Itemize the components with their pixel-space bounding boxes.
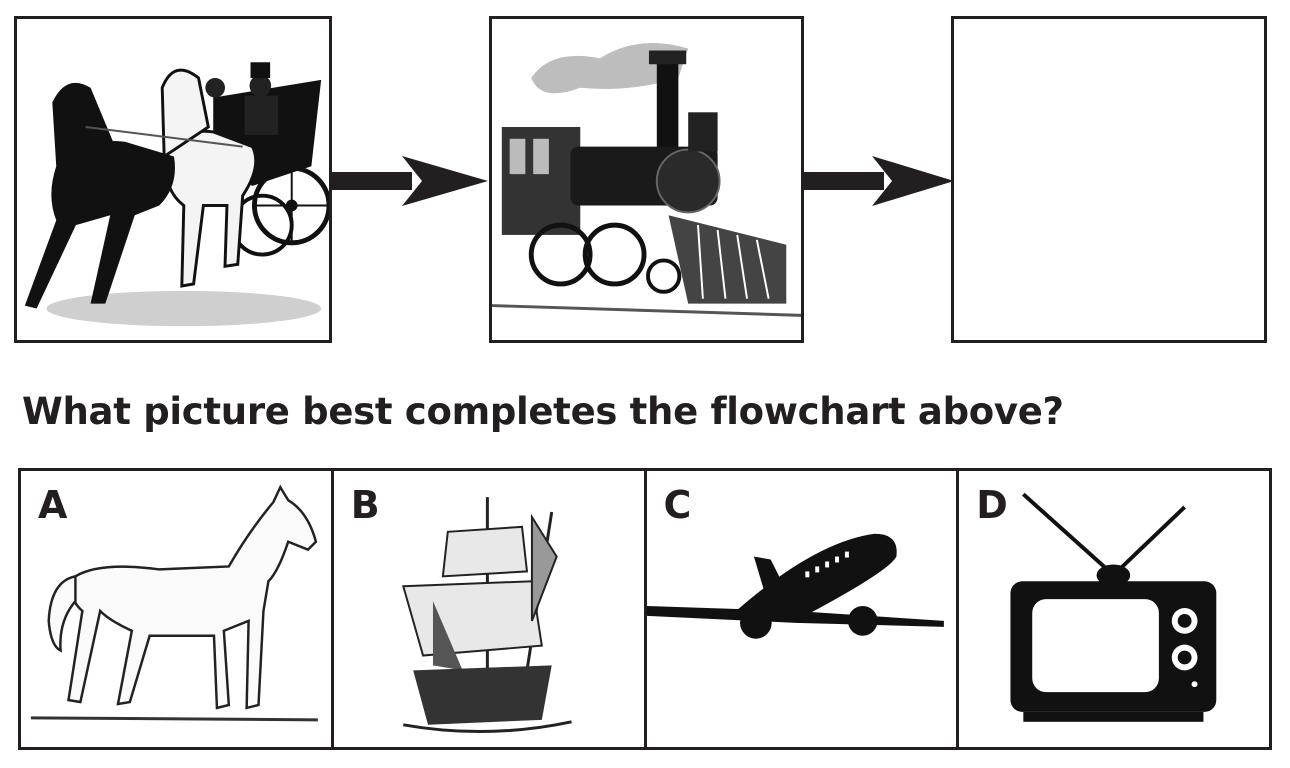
airplane-image (646, 533, 944, 639)
option-c[interactable]: C (646, 471, 960, 747)
option-a-letter: A (38, 483, 68, 527)
flowchart-arrow-2 (804, 156, 954, 206)
option-b-letter: B (350, 483, 380, 527)
option-c-letter: C (663, 483, 692, 527)
television-image (1010, 492, 1217, 722)
sailing-ship-image (401, 497, 572, 733)
locomotive-image (492, 43, 801, 317)
answer-options: A B C (18, 468, 1272, 750)
carriage-image (24, 62, 329, 327)
option-d-letter: D (976, 483, 1008, 527)
question-text: What picture best completes the flowchar… (22, 390, 1064, 433)
flowchart-step-empty (951, 16, 1267, 343)
flowchart-step-locomotive (489, 16, 804, 343)
option-a[interactable]: A (21, 471, 334, 747)
option-b[interactable]: B (334, 471, 647, 747)
flowchart-arrow-1 (332, 156, 488, 206)
flowchart-step-carriage (14, 16, 332, 343)
option-d[interactable]: D (959, 471, 1269, 747)
horse-image (30, 484, 318, 722)
